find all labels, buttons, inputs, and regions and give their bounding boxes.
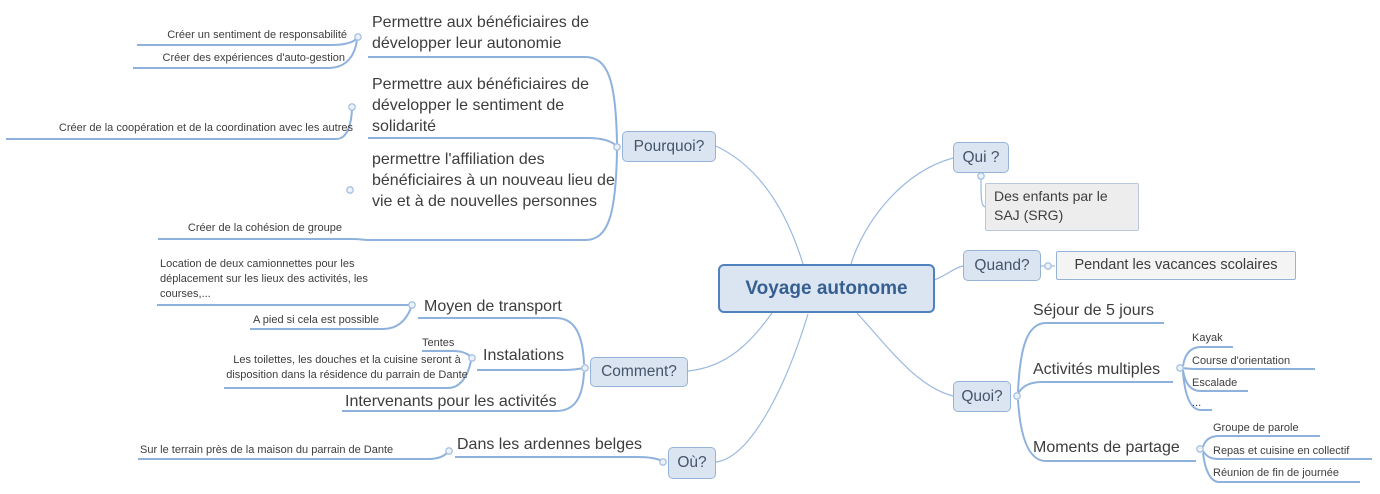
edge-center-qui (850, 157, 954, 265)
edge-center-pourquoi (715, 145, 804, 265)
junction-handle (346, 186, 354, 194)
branch-node-ou[interactable]: Où? (668, 447, 716, 479)
junction-handle (613, 143, 621, 151)
qui-answer-box[interactable]: Des enfants par le SAJ (SRG) (985, 183, 1139, 231)
junction-handle (408, 301, 416, 309)
branch-label: Quoi? (961, 387, 1003, 405)
quoi-act-escalade[interactable]: Escalade (1192, 377, 1238, 389)
quoi-share-reunion[interactable]: Réunion de fin de journée (1213, 467, 1339, 479)
quoi-share-repas[interactable]: Repas et cuisine en collectif (1213, 445, 1350, 457)
quoi-moments[interactable]: Moments de partage (1033, 439, 1180, 456)
branch-label: Où? (677, 454, 707, 471)
junction-handle (1176, 364, 1184, 372)
branch-label: Pourquoi? (633, 137, 705, 155)
quoi-act-more[interactable]: ... (1192, 397, 1202, 409)
branch-label: Quand? (974, 256, 1030, 274)
comment-transport[interactable]: Moyen de transport (424, 298, 562, 315)
branch-node-comment[interactable]: Comment? (590, 357, 688, 387)
pourquoi-idea-solidarite[interactable]: Permettre aux bénéficiaires de développe… (372, 76, 589, 135)
comment-installations[interactable]: Instalations (483, 347, 564, 364)
branch-node-pourquoi[interactable]: Pourquoi? (622, 131, 716, 162)
central-topic-node[interactable]: Voyage autonome (718, 264, 935, 313)
junction-handle (468, 354, 476, 362)
pourquoi-idea-autonomie[interactable]: Permettre aux bénéficiaires de développe… (372, 14, 589, 52)
branch-label: Comment? (601, 363, 677, 380)
pourquoi-sub-cohesion[interactable]: Créer de la cohésion de groupe (187, 222, 342, 234)
comment-install-tentes[interactable]: Tentes (422, 337, 455, 349)
comment-transport-apied[interactable]: A pied si cela est possible (253, 314, 379, 326)
junction-handle (1044, 262, 1052, 270)
quoi-act-course[interactable]: Course d'orientation (1192, 355, 1291, 367)
junction-handle (1196, 445, 1204, 453)
junction-handle (1013, 392, 1021, 400)
pourquoi-idea-affiliation[interactable]: permettre l'affiliation des bénéficiaire… (372, 151, 615, 210)
junction-handle (659, 458, 667, 466)
quoi-share-groupe[interactable]: Groupe de parole (1213, 422, 1299, 434)
branch-node-quoi[interactable]: Quoi? (953, 381, 1011, 412)
comment-intervenants[interactable]: Intervenants pour les activités (345, 393, 557, 410)
junction-handle (354, 33, 362, 41)
ou-terrain[interactable]: Sur le terrain près de la maison du parr… (140, 444, 394, 456)
edge-center-quand (933, 265, 964, 281)
edge-center-comment (687, 312, 773, 372)
pourquoi-sub-responsabilite[interactable]: Créer un sentiment de responsabilité (167, 29, 347, 41)
pourquoi-sub-autogestion[interactable]: Créer des expériences d'auto-gestion (162, 52, 345, 64)
comment-transport-camionnettes[interactable]: Location de deux camionnettes pour les d… (160, 258, 368, 300)
edge-center-quoi (856, 312, 954, 397)
branch-node-qui[interactable]: Qui ? (953, 142, 1009, 173)
edge-center-ou (715, 313, 809, 463)
junction-handle (348, 103, 356, 111)
central-topic-label: Voyage autonome (745, 277, 908, 299)
comment-install-toilettes[interactable]: Les toilettes, les douches et la cuisine… (226, 354, 468, 381)
junction-handle (977, 172, 985, 180)
quoi-sejour[interactable]: Séjour de 5 jours (1033, 302, 1154, 319)
quoi-activites[interactable]: Activités multiples (1033, 361, 1161, 378)
junction-handle (445, 447, 453, 455)
branch-label: Qui ? (962, 148, 1000, 166)
branch-node-quand[interactable]: Quand? (963, 250, 1041, 281)
quoi-act-kayak[interactable]: Kayak (1192, 332, 1223, 344)
pourquoi-sub-cooperation[interactable]: Créer de la coopération et de la coordin… (58, 122, 353, 134)
quand-answer-box[interactable]: Pendant les vacances scolaires (1056, 251, 1296, 280)
ou-ardennes[interactable]: Dans les ardennes belges (457, 436, 643, 453)
junction-handle (581, 364, 589, 372)
